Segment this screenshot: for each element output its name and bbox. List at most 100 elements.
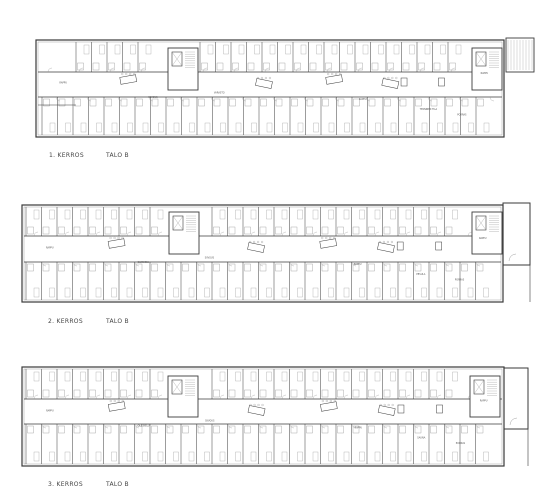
floor-2-door-arc — [281, 231, 287, 237]
floor-3-bottom-room-bed — [126, 451, 133, 462]
floor-1-top-room-bath — [247, 62, 255, 71]
floor-3-top-room-bed — [328, 371, 334, 382]
floor-1-bottom-room-bath — [89, 98, 97, 107]
floor-3-door-arc — [312, 394, 318, 400]
floor-3-top-room-bed — [281, 371, 288, 382]
floor-3-top-room-bath — [337, 389, 344, 398]
floor-2-top-room-bath — [120, 226, 127, 235]
floor-1-top-room-bed — [316, 44, 322, 55]
floor-1-bottom-room-bed — [468, 122, 474, 133]
floor-3-bottom-room-bath — [135, 425, 143, 434]
floor-3-label: 3. KERROS — [48, 481, 83, 488]
floor-2-bottom-room-bed — [157, 287, 164, 298]
floor-2-top-room-bed — [111, 209, 117, 220]
floor-2-room-label: OLESKELU — [137, 261, 149, 264]
floor-2-furniture-island — [247, 242, 265, 253]
floor-1-bottom-room-bath — [337, 98, 345, 107]
floor-1-chair — [121, 72, 124, 76]
floor-1-top-room-bath — [263, 62, 270, 71]
floor-1-chair — [339, 72, 342, 76]
floor-1-outer-wall — [35, 39, 505, 138]
floor-2-top-room-bed — [157, 209, 164, 220]
floor-2-bottom-room-bath — [89, 263, 96, 272]
floor-3-bottom-room-bed — [467, 451, 474, 462]
floor-1-top-room-bath — [139, 62, 146, 71]
floor-1-bottom-room-bath — [43, 98, 50, 107]
floor-3-furniture-island — [320, 401, 338, 412]
floor-2-furniture-island — [319, 238, 337, 249]
floor-3-top-room-bath — [399, 389, 406, 398]
floor-2-chair — [121, 236, 124, 240]
floor-2-top-room-bath — [89, 226, 96, 235]
floor-2-elevator — [172, 215, 184, 231]
floor-3-bottom-room-bed — [188, 451, 195, 462]
floor-2-label: 2. KERROS — [48, 318, 83, 325]
floor-3-top-room-bed — [421, 371, 427, 382]
floor-2-bottom-room-bath — [414, 263, 422, 272]
floor-3-door-arc — [219, 394, 225, 400]
floor-2-door-arc — [64, 231, 70, 237]
floor-1-bottom-room-bed — [204, 122, 211, 133]
floor-3-bottom-room-bath — [275, 425, 282, 434]
floor-1-bottom-room-bed — [282, 122, 288, 133]
floor-2-bottom-room-bath — [244, 263, 251, 272]
floor-1-door-arc — [47, 67, 53, 73]
floor-3-top-room-bath — [135, 389, 143, 398]
floor-2-top-room-bed — [328, 209, 334, 220]
floor-2-top-room-bed — [436, 209, 443, 220]
floor-3-top-room-bath — [445, 389, 453, 398]
floor-2-top-room-bed — [359, 209, 365, 220]
floor-3-chair — [329, 399, 332, 403]
floor-3-bottom-room-bath — [321, 425, 329, 434]
floor-3-top-room-bath — [89, 389, 96, 398]
floor-2-door-arc — [343, 231, 349, 237]
floor-1-room-label: PORRAS — [457, 114, 467, 117]
floor-1-bottom-room-bed — [266, 122, 273, 133]
floor-2-stair-core — [471, 211, 503, 255]
floor-1-top-room-bath — [309, 62, 317, 71]
floor-3-top-room-bath — [290, 389, 298, 398]
floor-1-room-label: RAPPU — [59, 82, 67, 85]
floor-2-bottom-room-bath — [461, 263, 468, 272]
floor-2-annex — [502, 202, 531, 266]
floor-3-stair-core — [469, 375, 501, 418]
floor-1-chair — [129, 72, 132, 76]
floor-3-top-room-bed — [33, 371, 40, 382]
floor-3-top-room-bed — [64, 371, 71, 382]
floor-3-room-label: RAPPU — [480, 400, 488, 403]
floor-2-bottom-room-bath — [321, 263, 329, 272]
floor-3-door-arc — [436, 394, 442, 400]
floor-1-bottom-room-bath — [167, 98, 174, 107]
floor-1-top-room-bed — [455, 44, 462, 55]
floor-1-bottom-room-bed — [80, 122, 87, 133]
floor-3-bottom-room-bath — [89, 425, 96, 434]
floor-2-bottom-room-bath — [337, 263, 344, 272]
floor-1-bottom-room-bath — [430, 98, 438, 107]
floor-1-door-arc — [489, 96, 495, 102]
floor-3-door-arc — [126, 394, 132, 400]
floor-2-bottom-room-bed — [250, 287, 257, 298]
floor-1-bottom-room-bath — [399, 98, 407, 107]
floor-1-top-room-bath — [77, 62, 84, 71]
floor-3-chair — [117, 399, 120, 403]
floor-3-bottom-room-bath — [197, 425, 205, 434]
floor-2-annex-door — [508, 253, 517, 262]
floor-3-top-room-bath — [27, 389, 34, 398]
floor-1-top-room-bed — [331, 44, 338, 55]
floor-3-annex — [503, 367, 529, 430]
floor-2-top-room-bath — [228, 226, 236, 235]
floor-3-bottom-room-bath — [104, 425, 112, 434]
floor-1-top-room-bed — [269, 44, 276, 55]
floor-1-bottom-room-bed — [96, 122, 102, 133]
floor-2-top-room-bed — [452, 209, 458, 220]
floor-3-chair — [253, 403, 256, 407]
floor-2-top-room-bath — [399, 226, 406, 235]
floor-2-chair — [253, 240, 256, 244]
floor-3-bottom-room-bed — [374, 451, 381, 462]
floor-2-top-room-bath — [290, 226, 298, 235]
floor-2-top-room-bath — [213, 226, 220, 235]
floor-1-top-room-bed — [378, 44, 384, 55]
floor-1-top-room-bath — [387, 62, 394, 71]
floor-1-chair — [133, 72, 136, 76]
floor-3-bottom-room-bath — [306, 425, 313, 434]
